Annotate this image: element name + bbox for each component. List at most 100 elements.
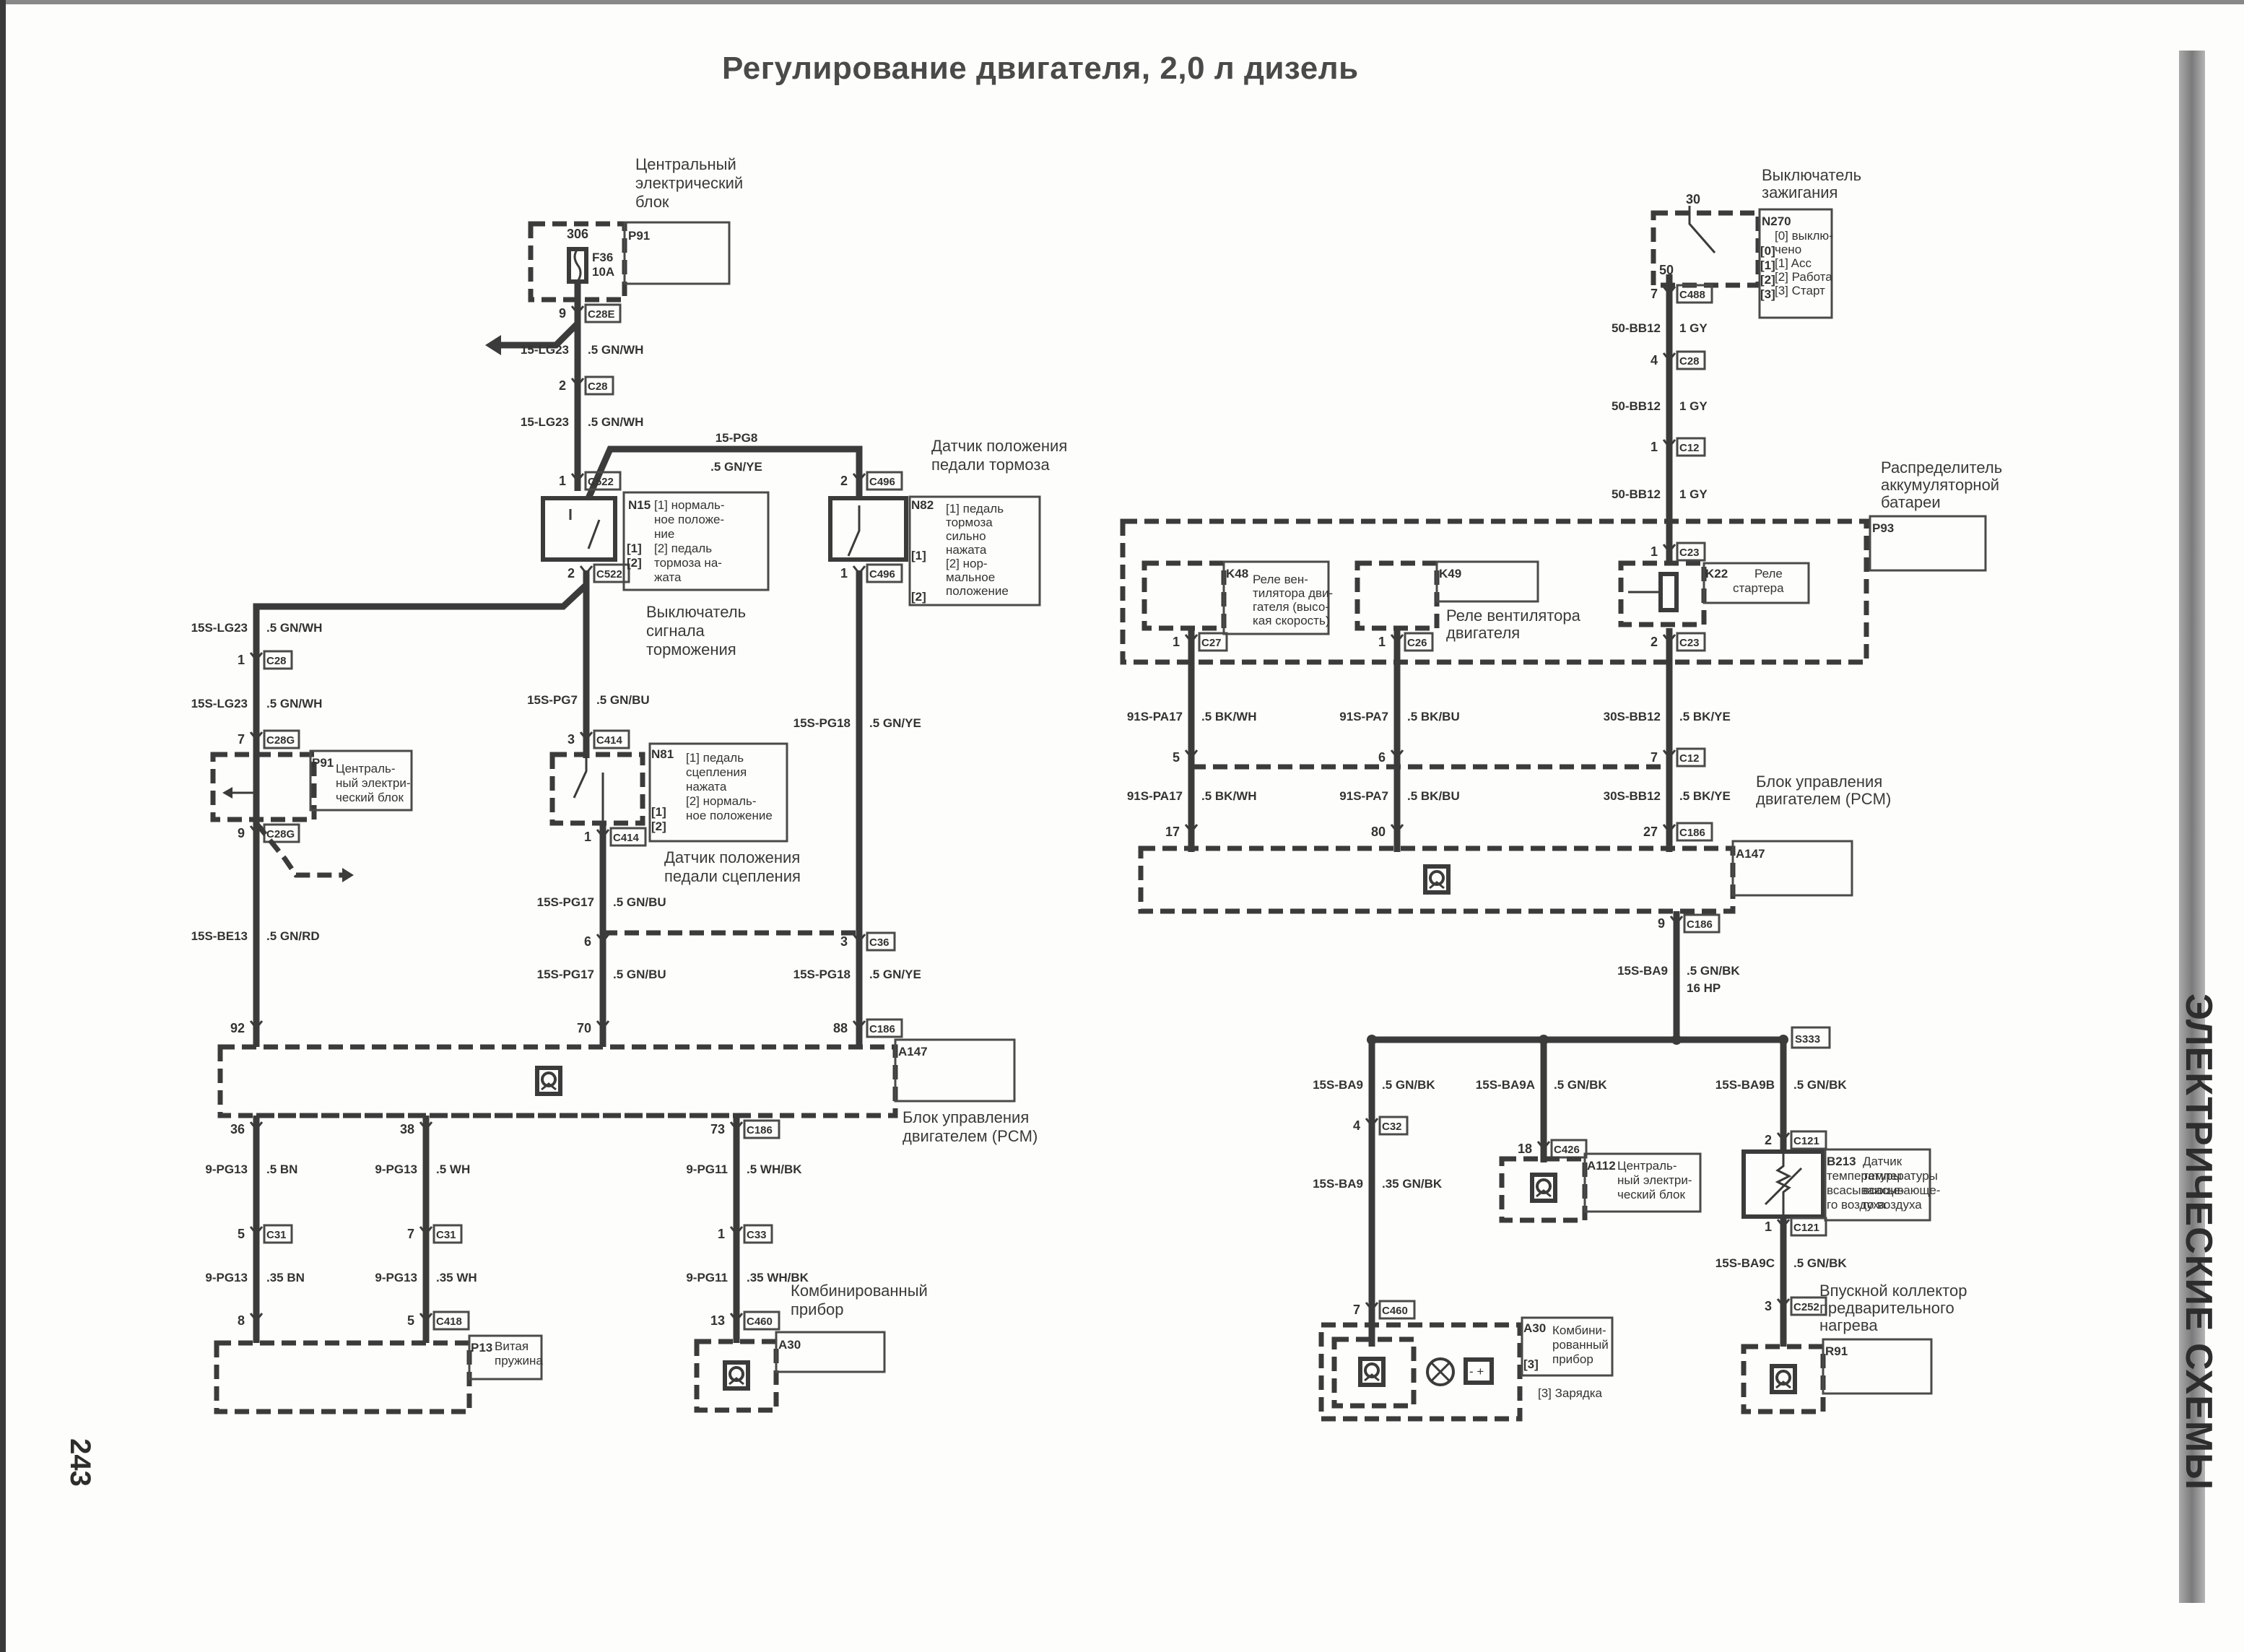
connector-id: C28 bbox=[588, 381, 608, 393]
relay-coil-icon bbox=[1658, 572, 1679, 612]
component-note-line: сцепления bbox=[686, 765, 747, 779]
wire-spec-label: .5 GN/RD bbox=[266, 929, 320, 943]
connector-pin: 7 bbox=[407, 1227, 414, 1241]
component-label: рованный bbox=[1552, 1338, 1609, 1352]
connector-id: C28G bbox=[266, 734, 295, 747]
connector-chevron-icon bbox=[1662, 352, 1677, 362]
component-label: прибор bbox=[1552, 1352, 1593, 1366]
connector-id: C33 bbox=[747, 1229, 767, 1241]
component-note-line: тормоза на- bbox=[654, 556, 722, 570]
connector-chevron-icon bbox=[249, 652, 264, 662]
connector-chevron-icon bbox=[1390, 749, 1404, 760]
connector-id: C28E bbox=[588, 308, 615, 321]
connector-pin: 1 bbox=[1651, 440, 1658, 454]
component-label: ный электри- bbox=[1617, 1173, 1692, 1187]
component-label: Реле вен- bbox=[1253, 573, 1308, 586]
component-note-line: сильно bbox=[946, 529, 986, 543]
connector-chevron-icon bbox=[249, 1226, 264, 1236]
connector-chevron-icon bbox=[579, 731, 593, 742]
switch-position: [1] bbox=[1760, 258, 1775, 272]
wire-circuit-label: 15S-PG18 bbox=[793, 968, 851, 981]
connector-chevron-icon bbox=[852, 473, 866, 483]
connector-id: C414 bbox=[613, 832, 640, 844]
component-code: K49 bbox=[1439, 567, 1461, 581]
connector-chevron-icon bbox=[249, 1313, 264, 1323]
switch-contact-icon bbox=[573, 758, 604, 823]
central-electric-block-label: блок bbox=[635, 193, 669, 211]
connector-pin: 4 bbox=[1353, 1118, 1360, 1133]
connector-chevron-icon bbox=[1662, 749, 1677, 760]
connector-id: C186 bbox=[747, 1124, 773, 1136]
connector-tag bbox=[1676, 284, 1713, 304]
connector-pin: 1 bbox=[1651, 544, 1658, 559]
module-icon-inner bbox=[729, 1366, 744, 1382]
wire-circuit-label: 15S-PG7 bbox=[527, 693, 578, 707]
connector-id: C460 bbox=[747, 1316, 773, 1328]
connector-id: C31 bbox=[436, 1229, 456, 1241]
connector-tag bbox=[743, 1119, 780, 1139]
instrument-cluster-label: Комбинированный bbox=[791, 1282, 928, 1300]
component-label: температуры bbox=[1863, 1169, 1938, 1183]
component-note-line: ние bbox=[654, 527, 674, 541]
battery-terminals: - + bbox=[1469, 1365, 1484, 1378]
connector-tag bbox=[866, 471, 903, 491]
wire-spec-label: .5 BK/YE bbox=[1679, 789, 1731, 803]
connector-tag bbox=[1198, 632, 1228, 652]
component-note-line: тормоза bbox=[946, 516, 993, 529]
instrument-cluster-right-outline bbox=[1318, 1322, 1523, 1422]
connector-pin: 92 bbox=[230, 1021, 245, 1035]
component-note-line: [1] Acc bbox=[1775, 256, 1812, 270]
connector-tag bbox=[263, 1224, 293, 1244]
component-label: гателя (высо- bbox=[1253, 600, 1329, 614]
wire-spec-label: .35 BN bbox=[266, 1271, 305, 1284]
wire-circuit-label: 50-BB12 bbox=[1612, 399, 1661, 413]
component-note-line: [0] выклю- bbox=[1775, 229, 1833, 243]
connector-pin: 6 bbox=[584, 934, 591, 949]
brake-switch-body bbox=[541, 496, 617, 562]
wire-spec-label: .5 GN/WH bbox=[588, 415, 643, 429]
component-note-line: [1] нормаль- bbox=[654, 498, 725, 512]
connector-id: C488 bbox=[1679, 289, 1705, 301]
component-note-box bbox=[1702, 562, 1810, 604]
wire-circuit-label: 15S-BA9 bbox=[1313, 1078, 1363, 1092]
connector-id: C522 bbox=[596, 568, 622, 581]
connector-pin: 4 bbox=[1651, 353, 1658, 368]
component-code: A30 bbox=[778, 1338, 801, 1352]
wire-circuit-label: 15-LG23 bbox=[521, 415, 569, 429]
connector-chevron-icon bbox=[570, 473, 585, 483]
wire-circuit-label: 15S-PG17 bbox=[537, 895, 594, 909]
connector-chevron-icon bbox=[596, 934, 610, 944]
central-electric-block-label: электрический bbox=[635, 174, 743, 192]
connector-pin: 1 bbox=[718, 1227, 725, 1241]
connector-chevron-icon bbox=[1184, 749, 1199, 760]
connector-pin: 8 bbox=[238, 1313, 245, 1328]
component-code: A30 bbox=[1523, 1321, 1546, 1335]
connector-chevron-icon bbox=[1184, 634, 1199, 644]
connector-pin: 2 bbox=[840, 474, 848, 488]
charge-note: [3] Зарядка bbox=[1538, 1386, 1603, 1400]
connector-chevron-icon bbox=[1776, 1298, 1791, 1308]
component-code-box bbox=[894, 1038, 1016, 1103]
wire-circuit-label: 9-PG11 bbox=[686, 1162, 728, 1176]
connector-id: C252 bbox=[1793, 1301, 1819, 1313]
arrow-left-icon bbox=[222, 787, 232, 799]
connector-pin: 3 bbox=[567, 732, 575, 747]
wire-spec-label: .5 GN/WH bbox=[266, 697, 322, 710]
brake-pedal-sensor-label: педали тормоза bbox=[931, 456, 1050, 474]
wire-circuit-label: 15S-BA9 bbox=[1617, 964, 1668, 978]
wire-spec-label: 1 GY bbox=[1679, 321, 1708, 335]
clutch-pedal-sensor-label: Датчик положения bbox=[664, 848, 800, 866]
connector-chevron-icon bbox=[729, 1226, 744, 1236]
component-note-line: [1] педаль bbox=[946, 502, 1004, 516]
switch-position: [2] bbox=[627, 556, 642, 570]
connector-chevron-icon bbox=[596, 1020, 610, 1030]
connector-pin: 1 bbox=[840, 566, 848, 581]
connector-chevron-icon bbox=[419, 1313, 433, 1323]
wire-circuit-label: 50-BB12 bbox=[1612, 321, 1661, 335]
pcm-outline bbox=[217, 1044, 898, 1118]
connector-tag bbox=[584, 471, 622, 491]
component-code-box bbox=[775, 1331, 886, 1373]
component-note-box bbox=[1583, 1152, 1702, 1213]
module-icon-inner bbox=[1429, 870, 1445, 886]
connector-pin: 1 bbox=[1378, 635, 1386, 649]
